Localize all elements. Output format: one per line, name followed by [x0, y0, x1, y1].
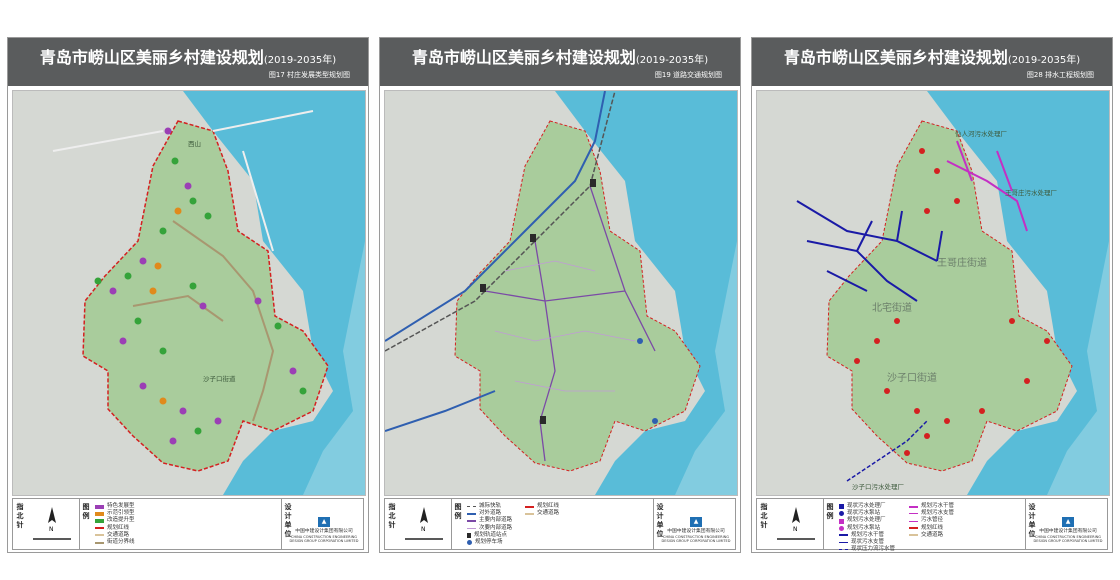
external-road — [385, 91, 606, 342]
panel-drainage: 青岛市崂山区美丽乡村建设规划(2019-2035年) 图28 排水工程规划图 王… — [751, 37, 1113, 553]
legend-item: 规划红线 — [525, 503, 559, 510]
legend-item: 规划污水泵站 — [839, 525, 895, 532]
legend-item: 现状压力流污水管 — [839, 546, 895, 553]
north-arrow-icon: N — [777, 507, 815, 540]
pump-station-markers — [854, 148, 1050, 456]
legend-header: 图例 — [826, 503, 834, 520]
main-internal-road — [484, 185, 656, 462]
panel-title: 青岛市崂山区美丽乡村建设规划(2019-2035年) — [411, 48, 709, 67]
company-logo-icon: ▲ — [1062, 517, 1074, 527]
map-footer: 指北针 N 图例 现状污水处理厂 现状污水泵站 规划污水处理厂 规划污水泵站 规… — [756, 498, 1108, 553]
company-logo-icon: ▲ — [690, 517, 702, 527]
district-boundary — [826, 120, 1073, 472]
panel-subtitle: 图17 村庄发展类型规划图 — [268, 71, 350, 79]
legend-item: 规划污水干管 — [839, 532, 895, 539]
legend-header: 图例 — [454, 503, 462, 520]
legend-item: 改造提升型 — [95, 517, 135, 524]
planned-sewer-main — [946, 140, 1028, 232]
map-footer: 指北针 N 图例 特色发展型 示范引领型 改造提升型 规划红线 交通道路 街道分… — [12, 498, 364, 550]
north-header: 指北针 — [388, 503, 396, 529]
svg-text:N: N — [421, 526, 426, 533]
village-markers — [94, 127, 307, 445]
panel-header: 青岛市崂山区美丽乡村建设规划(2019-2035年) 图17 村庄发展类型规划图 — [8, 38, 368, 86]
map-footer: 指北针 N 图例 城际快轨 对外道路 主要内部道路 次要内部道路 规划轨道站点 … — [384, 498, 736, 550]
district-label: 王哥庄街道 — [937, 256, 987, 269]
intercity-rail — [385, 91, 616, 352]
station-markers — [480, 179, 658, 424]
drainage-map: 王哥庄街道 北宅街道 沙子口街道 仙人河污水处理厂 王哥庄污水处理厂 沙子口污水… — [756, 90, 1110, 496]
design-header: 设计单位 — [656, 503, 664, 538]
design-header: 设计单位 — [1028, 503, 1036, 538]
panel-subtitle: 图19 道路交通规划图 — [654, 71, 722, 79]
existing-sewer-main — [796, 200, 943, 302]
legend-item: 规划污水干管 — [909, 503, 954, 510]
legend: 特色发展型 示范引领型 改造提升型 规划红线 交通道路 街道分界线 — [95, 503, 135, 546]
panel-road-traffic: 青岛市崂山区美丽乡村建设规划(2019-2035年) 图19 道路交通规划图 指… — [379, 37, 741, 553]
legend-item: 规划停车场 — [467, 539, 512, 546]
company-block: ▲ 中国中建设计集团有限公司 CHINA CONSTRUCTION ENGINE… — [289, 517, 359, 543]
legend-item: 交通道路 — [909, 532, 954, 539]
company-logo-icon: ▲ — [318, 517, 330, 527]
legend-item: 示范引领型 — [95, 510, 135, 517]
company-block: ▲ 中国中建设计集团有限公司 CHINA CONSTRUCTION ENGINE… — [661, 517, 731, 543]
road-traffic-map — [384, 90, 738, 496]
legend-item: 交通道路 — [95, 532, 135, 539]
svg-text:西山: 西山 — [188, 139, 201, 148]
north-header: 指北针 — [760, 503, 768, 529]
legend-col2: 规划污水干管 规划污水支管 污水管径 规划红线 交通道路 — [909, 503, 954, 539]
panel-header: 青岛市崂山区美丽乡村建设规划(2019-2035年) 图28 排水工程规划图 — [752, 38, 1112, 86]
panel-village-types: 青岛市崂山区美丽乡村建设规划(2019-2035年) 图17 村庄发展类型规划图… — [7, 37, 369, 553]
plant-label: 仙人河污水处理厂 — [955, 129, 1008, 138]
street-boundary — [132, 220, 275, 422]
legend-item: 街道分界线 — [95, 539, 135, 546]
north-header: 指北针 — [16, 503, 24, 529]
legend: 现状污水处理厂 现状污水泵站 规划污水处理厂 规划污水泵站 规划污水干管 现状污… — [839, 503, 895, 553]
legend-item: 次要内部道路 — [467, 525, 512, 532]
legend-item: 规划污水支管 — [909, 510, 954, 517]
north-arrow-icon: N — [33, 507, 71, 540]
secondary-internal-road — [494, 260, 636, 392]
pressure-sewer — [846, 420, 928, 482]
legend-item: 城际快轨 — [467, 503, 512, 510]
plant-label: 王哥庄污水处理厂 — [1005, 188, 1058, 197]
svg-text:沙子口街道: 沙子口街道 — [203, 374, 236, 383]
legend-col2: 规划红线 交通道路 — [525, 503, 559, 517]
legend-item: 规划红线 — [909, 525, 954, 532]
legend-item: 现状污水支管 — [839, 539, 895, 546]
legend-item: 规划轨道站点 — [467, 532, 512, 539]
panel-subtitle: 图28 排水工程规划图 — [1026, 71, 1094, 79]
legend-item: 主要内部道路 — [467, 517, 512, 524]
company-block: ▲ 中国中建设计集团有限公司 CHINA CONSTRUCTION ENGINE… — [1033, 517, 1103, 543]
legend-header: 图例 — [82, 503, 90, 520]
legend-item: 特色发展型 — [95, 503, 135, 510]
design-header: 设计单位 — [284, 503, 292, 538]
legend-item: 交通道路 — [525, 510, 559, 517]
legend: 城际快轨 对外道路 主要内部道路 次要内部道路 规划轨道站点 规划停车场 — [467, 503, 512, 546]
legend-item: 现状污水处理厂 — [839, 503, 895, 510]
svg-text:N: N — [793, 526, 798, 533]
panel-header: 青岛市崂山区美丽乡村建设规划(2019-2035年) 图19 道路交通规划图 — [380, 38, 740, 86]
panel-title: 青岛市崂山区美丽乡村建设规划(2019-2035年) — [39, 48, 337, 67]
legend-item: 污水管径 — [909, 517, 954, 524]
district-label: 北宅街道 — [872, 301, 912, 314]
legend-item: 现状污水泵站 — [839, 510, 895, 517]
svg-text:N: N — [49, 526, 54, 533]
north-arrow-icon: N — [405, 507, 443, 540]
legend-item: 规划污水处理厂 — [839, 517, 895, 524]
panel-title: 青岛市崂山区美丽乡村建设规划(2019-2035年) — [783, 48, 1081, 67]
legend-item: 对外道路 — [467, 510, 512, 517]
village-type-map: 西山 沙子口街道 — [12, 90, 366, 496]
plant-label: 沙子口污水处理厂 — [852, 482, 905, 491]
district-label: 沙子口街道 — [887, 371, 937, 384]
legend-item: 规划红线 — [95, 525, 135, 532]
